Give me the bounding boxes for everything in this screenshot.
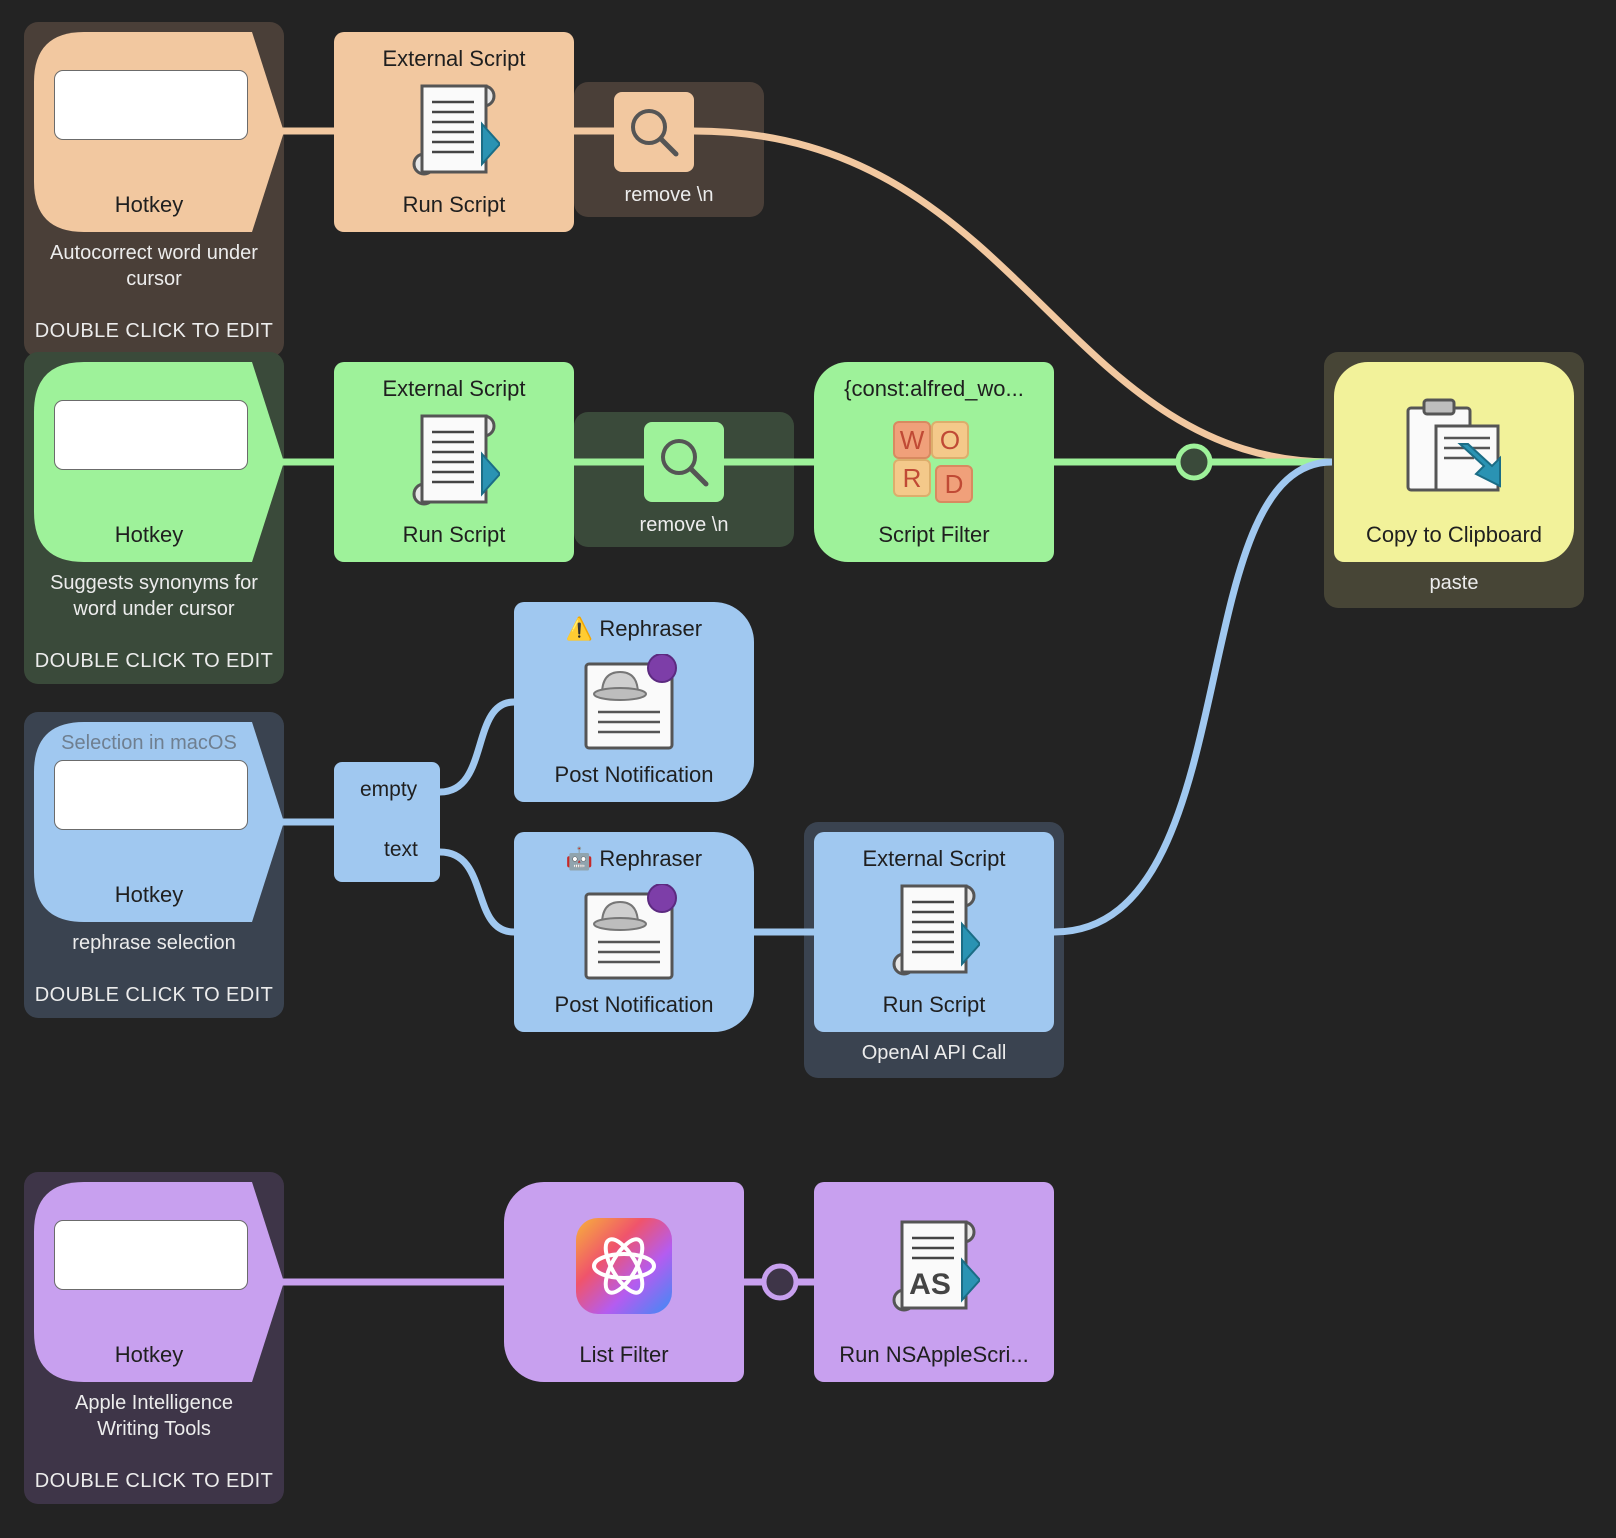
node-label: Hotkey <box>114 522 184 547</box>
clipboard-icon <box>1406 398 1501 492</box>
node-label: Hotkey <box>114 1342 184 1367</box>
post-notification-node[interactable]: ⚠️ Rephraser Post Notification <box>514 602 754 802</box>
hotkey-field[interactable] <box>54 70 248 140</box>
external-script-node[interactable]: External Script Run Script <box>334 32 574 232</box>
node-title: External Script <box>382 46 526 71</box>
magnifier-icon <box>661 439 709 487</box>
group-caption: Suggests synonyms for word under cursor <box>50 572 258 620</box>
word-tile-o: O <box>939 425 961 455</box>
node-title-row: 🤖 Rephraser <box>514 846 754 872</box>
condition-empty: empty <box>360 778 418 801</box>
node-title: External Script <box>862 846 1006 871</box>
condition-text: text <box>384 838 418 861</box>
node-label: List Filter <box>579 1342 669 1367</box>
script-filter-node[interactable]: {const:alfred_wo... W O R D Script Filte… <box>814 362 1054 562</box>
hotkey-field[interactable] <box>54 400 248 470</box>
node-title: {const:alfred_wo... <box>844 376 1024 401</box>
node-label: Hotkey <box>114 882 184 907</box>
filter-label: remove \n <box>639 514 729 536</box>
node-title: Rephraser <box>599 846 703 871</box>
group-caption: OpenAI API Call <box>861 1042 1007 1064</box>
double-click-hint: DOUBLE CLICK TO EDIT <box>34 1470 274 1492</box>
wire-empty-notif1 <box>439 698 515 796</box>
wire-text-notif2 <box>439 848 515 936</box>
word-tile-w: W <box>899 425 925 455</box>
wire-junction-dot <box>1175 443 1213 481</box>
selection-label: Selection in macOS <box>61 732 237 754</box>
script-icon <box>892 884 980 976</box>
applescript-icon <box>892 1220 980 1312</box>
script-icon <box>412 84 500 176</box>
node-label: Run Script <box>882 992 986 1017</box>
double-click-hint: DOUBLE CLICK TO EDIT <box>34 650 274 672</box>
hotkey-node[interactable]: Hotkey <box>34 362 284 562</box>
script-icon <box>412 414 500 506</box>
copy-to-clipboard-node[interactable]: Copy to Clipboard <box>1334 362 1574 562</box>
node-title: Rephraser <box>599 616 703 641</box>
filter-node[interactable] <box>614 92 694 172</box>
conditional-node[interactable]: empty text <box>334 762 440 882</box>
node-label: Script Filter <box>878 522 990 547</box>
robot-icon: 🤖 <box>565 846 594 871</box>
group-caption: Autocorrect word under cursor <box>50 242 258 290</box>
hotkey-node[interactable]: Selection in macOS Hotkey <box>34 722 284 922</box>
group-caption: paste <box>1429 572 1479 594</box>
external-script-node[interactable]: External Script Run Script <box>334 362 574 562</box>
node-label: Copy to Clipboard <box>1365 522 1543 547</box>
magnifier-icon <box>631 109 679 157</box>
node-title-row: ⚠️ Rephraser <box>514 616 754 642</box>
node-label: Post Notification <box>554 762 714 787</box>
node-label: Run Script <box>402 522 506 547</box>
word-tile-d: D <box>944 469 964 499</box>
group-caption: rephrase selection <box>72 932 236 954</box>
filter-node[interactable] <box>644 422 724 502</box>
warning-icon: ⚠️ <box>565 616 594 641</box>
double-click-hint: DOUBLE CLICK TO EDIT <box>34 320 274 342</box>
node-title: External Script <box>382 376 526 401</box>
group-caption: Apple Intelligence Writing Tools <box>75 1392 233 1440</box>
hotkey-node[interactable]: Hotkey <box>34 32 284 232</box>
notification-icon <box>584 884 677 980</box>
external-script-node[interactable]: External Script Run Script <box>814 832 1054 1032</box>
node-label: Hotkey <box>114 192 184 217</box>
list-filter-node[interactable]: List Filter <box>504 1182 744 1382</box>
hotkey-field[interactable] <box>54 1220 248 1290</box>
node-label: Run Script <box>402 192 506 217</box>
wire-script3-clipboard <box>1053 458 1333 936</box>
word-tile-r: R <box>902 463 922 493</box>
double-click-hint: DOUBLE CLICK TO EDIT <box>34 984 274 1006</box>
apple-intelligence-icon <box>576 1218 672 1314</box>
run-applescript-node[interactable]: AS Run NSAppleScri... <box>814 1182 1054 1382</box>
hotkey-field[interactable] <box>54 760 248 830</box>
node-label: Post Notification <box>554 992 714 1017</box>
notification-icon <box>584 654 677 750</box>
node-label: Run NSAppleScri... <box>839 1342 1029 1367</box>
filter-label: remove \n <box>624 184 714 206</box>
post-notification-node[interactable]: 🤖 Rephraser Post Notification <box>514 832 754 1032</box>
hotkey-node[interactable]: Hotkey <box>34 1182 284 1382</box>
applescript-badge: AS <box>909 1268 951 1301</box>
wire-junction-dot-purple <box>761 1263 799 1301</box>
